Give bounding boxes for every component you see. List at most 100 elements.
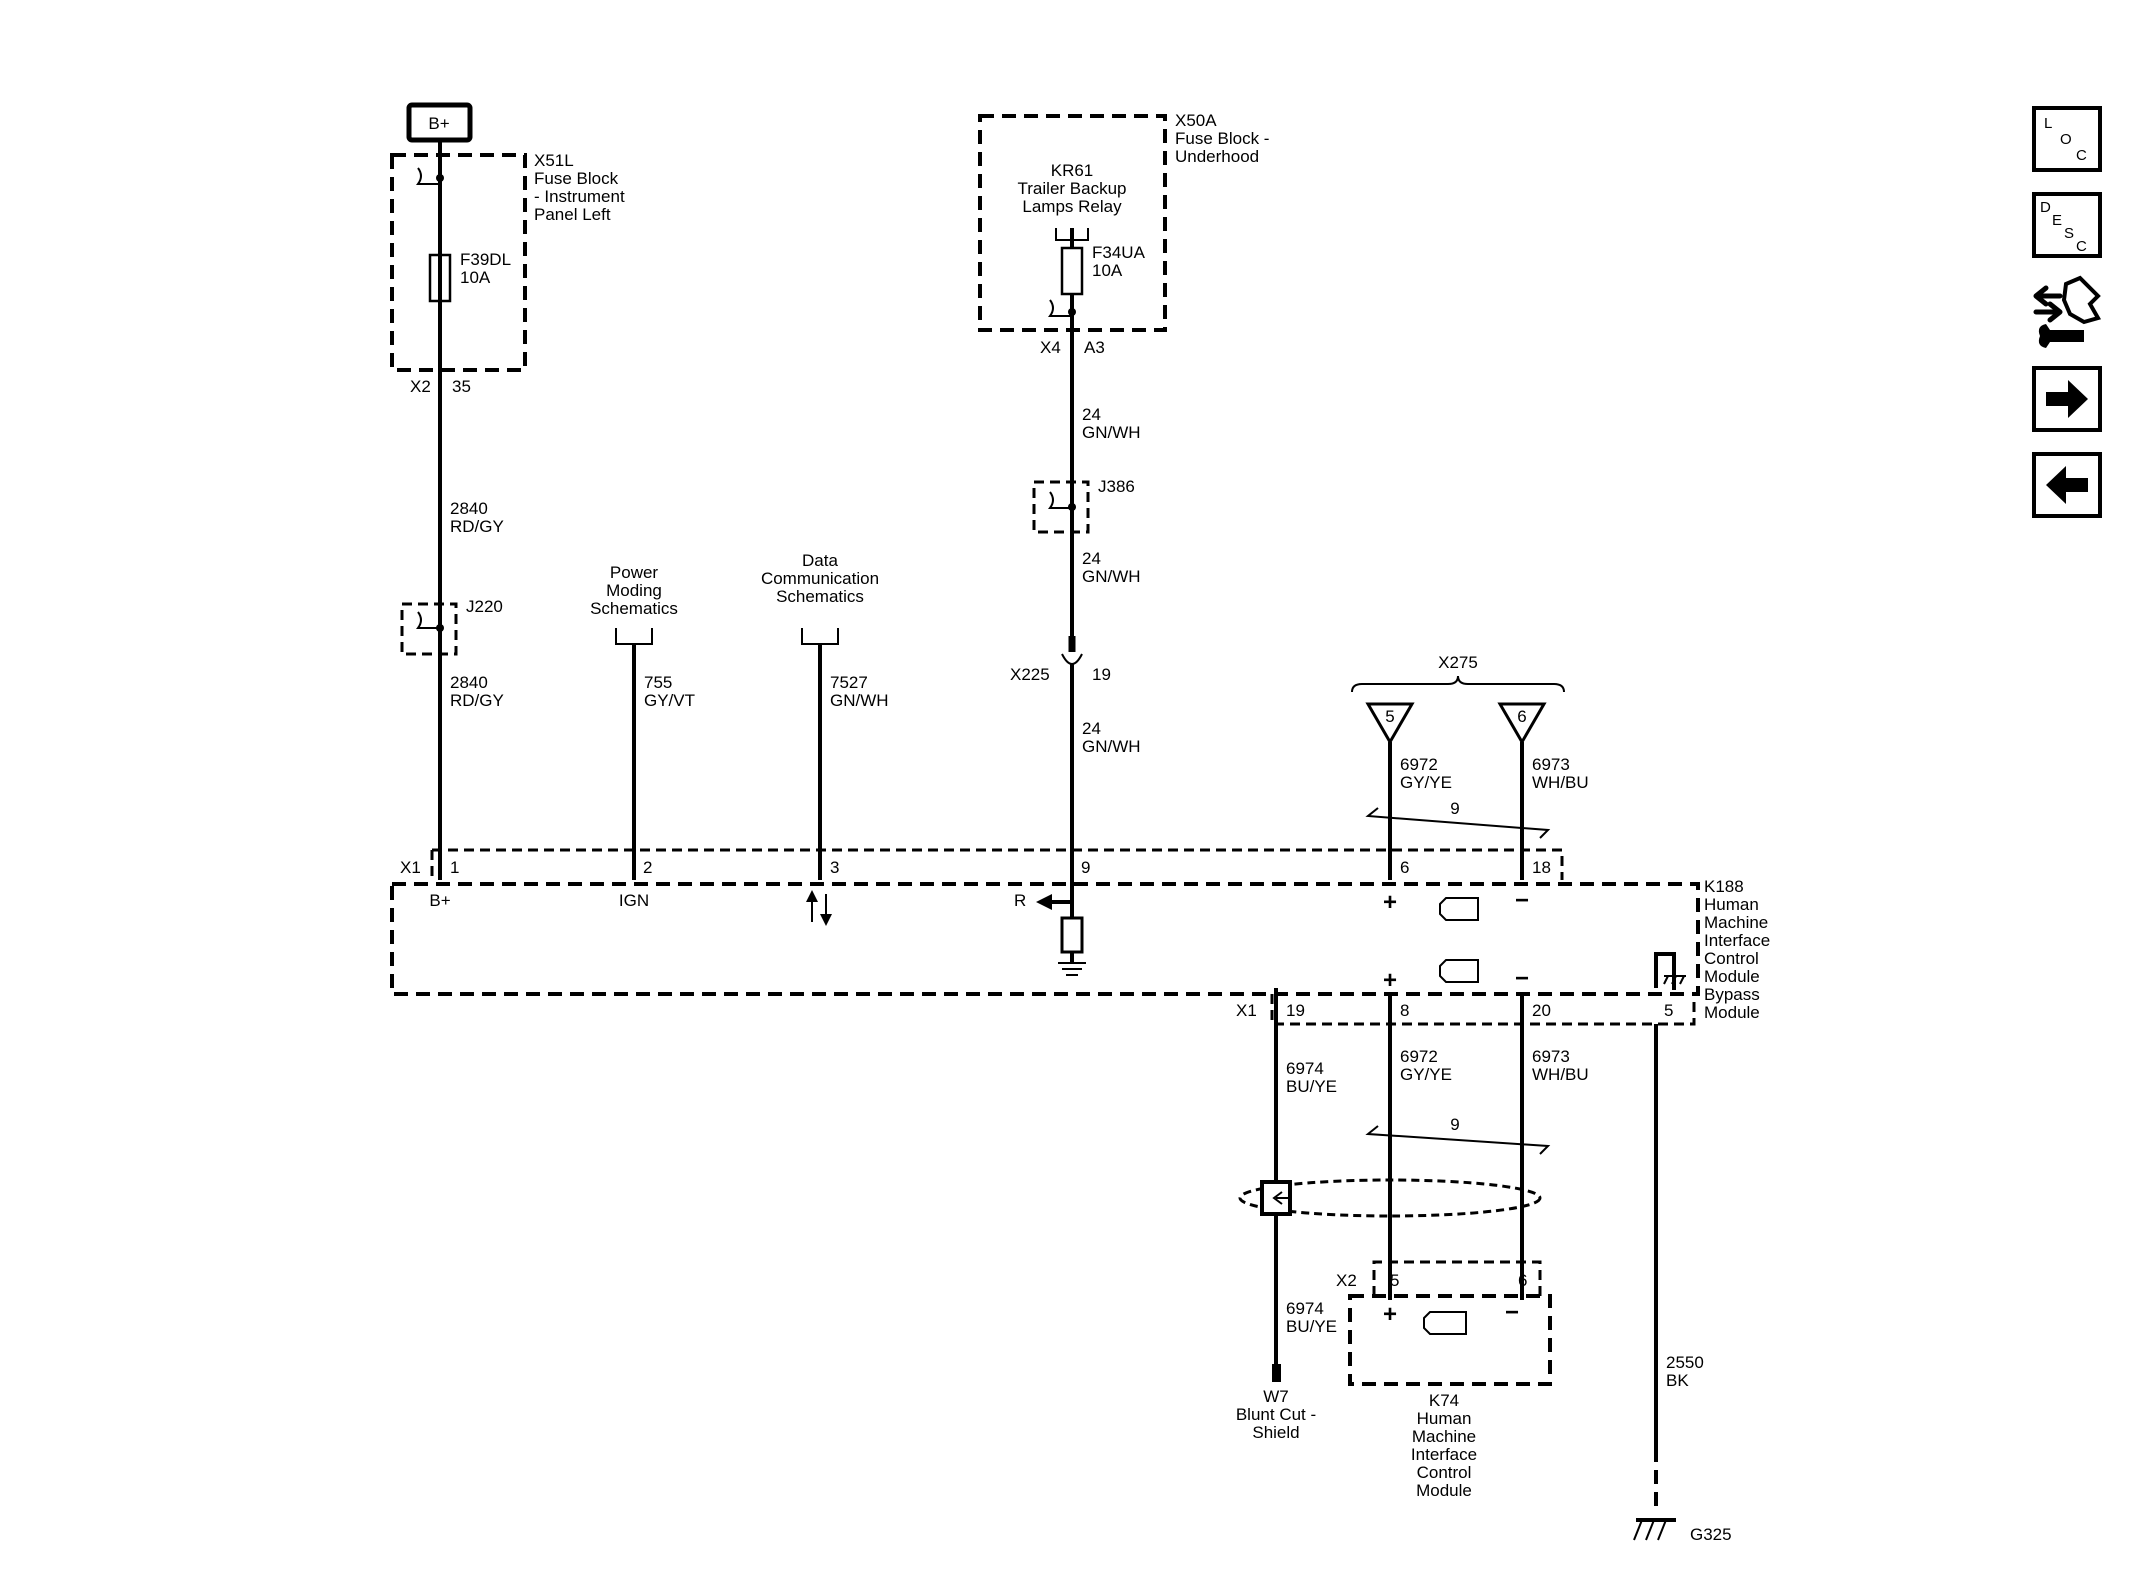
left-arrow-icon xyxy=(2046,466,2088,504)
k188-pin-6: 6 xyxy=(1400,858,1409,877)
desc-letter-s: S xyxy=(2064,225,2074,242)
pulldown-resistor-icon xyxy=(1060,916,1084,954)
battery-power-source: B+ xyxy=(406,102,473,143)
x275-pin-b: 6 xyxy=(1517,707,1526,726)
wire-24-circuit-c: 24 xyxy=(1082,719,1101,738)
k188-module: X1 1 2 3 9 6 18 B+ IGN R + − xyxy=(390,848,1770,1026)
x275-pin-6-icon xyxy=(1497,702,1547,745)
f39dl-fuse-id: F39DL xyxy=(460,250,511,269)
twist-count-bottom: 9 xyxy=(1450,1115,1459,1134)
x50a-conn-label: X4 xyxy=(1040,338,1061,357)
j220-splice: J220 xyxy=(400,597,503,656)
k188-pin-1: 1 xyxy=(450,858,459,877)
k188-pin-3: 3 xyxy=(830,858,839,877)
twisted-pair-marker-top: 9 xyxy=(1365,799,1551,839)
k74-pin-6: 6 xyxy=(1518,1271,1527,1290)
x51l-fuse-block: X51L Fuse Block - Instrument Panel Left … xyxy=(390,151,625,396)
chassis-ground-icon xyxy=(1058,962,1086,976)
wire-2840-circuit-a: 2840 xyxy=(450,499,488,518)
x51l-line2: - Instrument xyxy=(534,187,625,206)
data-comm-l3[interactable]: Schematics xyxy=(776,587,864,606)
k188-plus-bottom: + xyxy=(1383,967,1397,994)
k74-module: X2 5 6 + − K74 Human Machine Interface C… xyxy=(1336,1260,1552,1500)
k74-name-4: Control xyxy=(1417,1463,1472,1482)
wrench-icon xyxy=(2038,324,2084,348)
cable-shield xyxy=(1238,1178,1542,1218)
x275-label: X275 xyxy=(1438,653,1478,672)
j386-splice: J386 xyxy=(1032,477,1135,534)
next-page-button[interactable] xyxy=(2032,366,2102,432)
wire-2840-color-b: RD/GY xyxy=(450,691,504,710)
g325-ground-icon: G325 xyxy=(1633,1518,1732,1544)
x50a-fuse-block: X50A Fuse Block - Underhood KR61 Trailer… xyxy=(978,111,1269,357)
power-moding-reference[interactable]: Power Moding Schematics xyxy=(590,563,678,645)
bidirectional-data-arrows-icon xyxy=(806,890,832,926)
power-moding-l3[interactable]: Schematics xyxy=(590,599,678,618)
k188-pin-8: 8 xyxy=(1400,1001,1409,1020)
k188-pin-9: 9 xyxy=(1081,858,1090,877)
wire-2840-circuit-b: 2840 xyxy=(450,673,488,692)
wire-6972-circuit-a: 6972 xyxy=(1400,755,1438,774)
k74-name-0: K74 xyxy=(1429,1391,1459,1410)
right-arrow-icon xyxy=(2046,380,2088,418)
k188-minus-top: − xyxy=(1515,887,1529,914)
x50a-line2: Underhood xyxy=(1175,147,1259,166)
car-outline-icon xyxy=(2061,275,2102,325)
wire-6974-color-b: BU/YE xyxy=(1286,1317,1337,1336)
wire-7527-color: GN/WH xyxy=(830,691,889,710)
wire-6973-color-b: WH/BU xyxy=(1532,1065,1589,1084)
desc-letter-c: C xyxy=(2076,238,2087,255)
w7-l1: W7 xyxy=(1263,1387,1289,1406)
k74-pin-5: 5 xyxy=(1390,1271,1399,1290)
g325-label: G325 xyxy=(1690,1525,1732,1544)
k74-module-body xyxy=(1348,1294,1552,1386)
data-comm-reference[interactable]: Data Communication Schematics xyxy=(761,551,879,645)
data-comm-l2[interactable]: Communication xyxy=(761,569,879,588)
wire-24-color-b: GN/WH xyxy=(1082,567,1141,586)
k188-x1-top-connector xyxy=(432,848,1564,880)
k188-x1-top-label: X1 xyxy=(400,858,421,877)
twisted-pair-marker-bottom: 9 xyxy=(1365,1115,1551,1155)
wire-7527-circuit: 7527 xyxy=(830,673,868,692)
x275-bracket xyxy=(1351,675,1565,693)
wire-24-color-c: GN/WH xyxy=(1082,737,1141,756)
diagnostic-tools-button[interactable] xyxy=(2033,275,2102,348)
f34ua-fuse-icon xyxy=(1060,246,1084,296)
desc-letter-e: E xyxy=(2052,212,2062,229)
k188-module-body xyxy=(390,882,1700,996)
description-button[interactable]: D E S C xyxy=(2032,192,2102,258)
transceiver-icon-bottom xyxy=(1439,959,1479,983)
internal-ground-icon xyxy=(1663,975,1686,985)
k188-name-4: Control xyxy=(1704,949,1759,968)
kr61-relay-l2: Lamps Relay xyxy=(1022,197,1122,216)
power-moding-l1[interactable]: Power xyxy=(610,563,659,582)
loc-letter-l: L xyxy=(2044,115,2052,132)
wire-6972-circuit-b: 6972 xyxy=(1400,1047,1438,1066)
wire-24-color-a: GN/WH xyxy=(1082,423,1141,442)
wire-755-color: GY/VT xyxy=(644,691,695,710)
f34ua-fuse-rating: 10A xyxy=(1092,261,1123,280)
k188-pin-18: 18 xyxy=(1532,858,1551,877)
x50a-out-connector-icon xyxy=(1048,299,1072,317)
previous-page-button[interactable] xyxy=(2032,452,2102,518)
wire-24-circuit-b: 24 xyxy=(1082,549,1101,568)
k188-minus-bottom: − xyxy=(1515,965,1529,992)
k188-name-0: K188 xyxy=(1704,877,1744,896)
f34ua-fuse-id: F34UA xyxy=(1092,243,1146,262)
wire-6972-color-b: GY/YE xyxy=(1400,1065,1452,1084)
data-comm-l1[interactable]: Data xyxy=(802,551,838,570)
k74-minus: − xyxy=(1505,1299,1519,1326)
f39dl-fuse-rating: 10A xyxy=(460,268,491,287)
x275-connector: X275 5 6 xyxy=(1351,653,1565,745)
location-button[interactable]: L O C xyxy=(2032,106,2102,172)
k74-plus: + xyxy=(1383,1301,1397,1328)
w7-blunt-cut-shield: W7 Blunt Cut - Shield xyxy=(1236,1364,1316,1442)
wire-6974-circuit-b: 6974 xyxy=(1286,1299,1324,1318)
x275-pin-a: 5 xyxy=(1385,707,1394,726)
w7-l3: Shield xyxy=(1252,1423,1299,1442)
power-moding-l2[interactable]: Moding xyxy=(606,581,662,600)
x51l-pin-label: 35 xyxy=(452,377,471,396)
j220-label: J220 xyxy=(466,597,503,616)
wire-755-circuit: 755 xyxy=(644,673,672,692)
